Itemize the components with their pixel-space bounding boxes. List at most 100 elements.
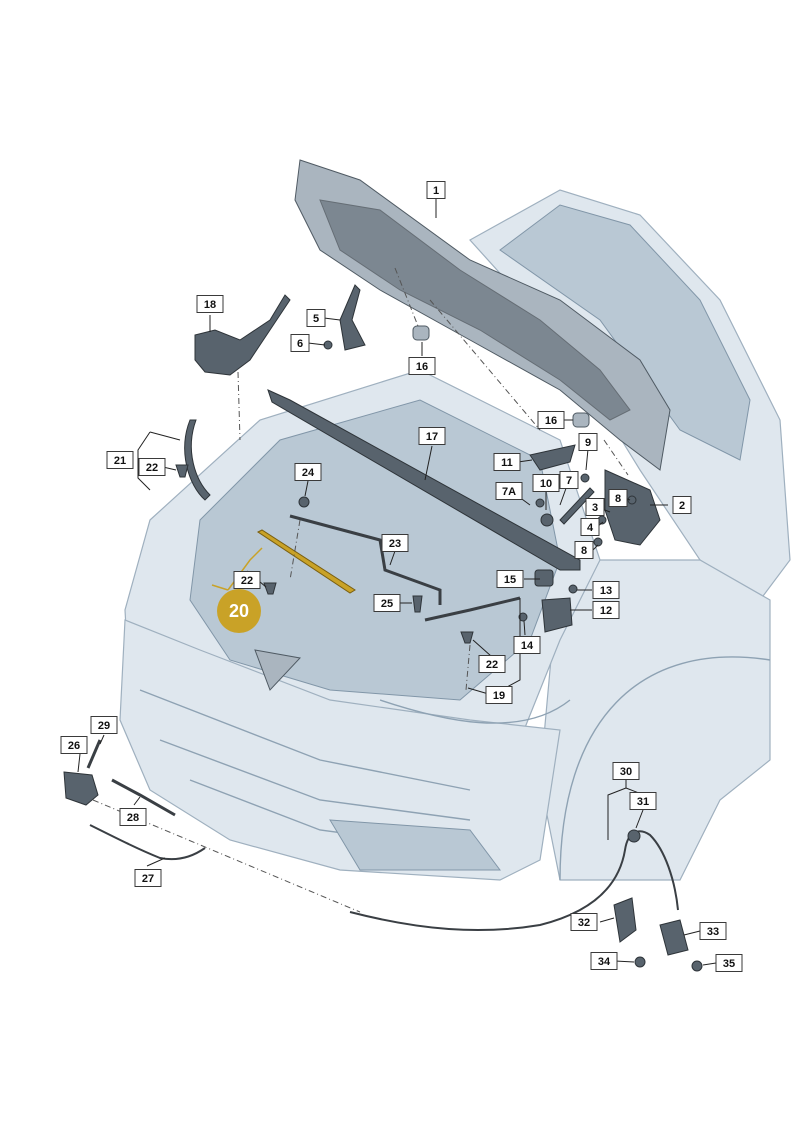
callout-c33: 33 — [699, 922, 727, 940]
callout-box — [592, 601, 620, 619]
callout-box — [196, 295, 224, 313]
callout-c23: 23 — [381, 534, 409, 552]
callout-label: 15 — [504, 574, 516, 586]
callout-label: 7 — [566, 475, 572, 487]
callout-label: 22 — [146, 462, 158, 474]
callout-box — [559, 471, 579, 489]
callout-c16a: 16 — [408, 357, 436, 375]
callout-c25: 25 — [373, 594, 401, 612]
callout-label: 30 — [620, 766, 632, 778]
callout-box — [570, 913, 598, 931]
callout-c22b: 22 — [233, 571, 261, 589]
callout-box — [672, 496, 692, 514]
highlight-badge: 20 — [217, 589, 261, 633]
callout-label: 29 — [98, 720, 110, 732]
callout-label: 25 — [381, 598, 393, 610]
callout-label: 26 — [68, 740, 80, 752]
callout-c11: 11 — [493, 453, 521, 471]
callout-c34: 34 — [590, 952, 618, 970]
callout-c5: 5 — [306, 309, 326, 327]
callout-c19: 19 — [485, 686, 513, 704]
callout-box — [106, 451, 134, 469]
callout-box — [715, 954, 743, 972]
callout-label: 19 — [493, 690, 505, 702]
callout-box — [233, 571, 261, 589]
callout-label: 1 — [433, 185, 439, 197]
callout-label: 4 — [587, 522, 594, 534]
callout-c32: 32 — [570, 913, 598, 931]
callout-box — [381, 534, 409, 552]
callout-box — [537, 411, 565, 429]
parts-layer — [63, 284, 703, 972]
callout-box — [513, 636, 541, 654]
callout-box — [119, 808, 147, 826]
callout-label: 9 — [585, 437, 591, 449]
callout-c6: 6 — [290, 334, 310, 352]
callout-label: 16 — [545, 415, 557, 427]
callout-box — [138, 458, 166, 476]
callout-box — [590, 952, 618, 970]
callout-label: 35 — [723, 958, 735, 970]
callout-c10: 10 — [532, 474, 560, 492]
callout-label: 21 — [114, 455, 126, 467]
callout-c22c: 22 — [478, 655, 506, 673]
callout-label: 8 — [581, 545, 587, 557]
callout-box — [478, 655, 506, 673]
callout-c16b: 16 — [537, 411, 565, 429]
callout-c26: 26 — [60, 736, 88, 754]
highlighted-seal-20 — [257, 529, 356, 594]
callout-box — [373, 594, 401, 612]
callout-c17: 17 — [418, 427, 446, 445]
callout-box — [485, 686, 513, 704]
callout-box — [608, 489, 628, 507]
callout-c12: 12 — [592, 601, 620, 619]
callout-box — [592, 581, 620, 599]
callout-box — [699, 922, 727, 940]
hood — [294, 159, 671, 471]
callout-c8a: 8 — [608, 489, 628, 507]
callout-box — [493, 453, 521, 471]
callout-box — [426, 181, 446, 199]
hood-seal-strip — [267, 389, 581, 571]
callout-c14: 14 — [513, 636, 541, 654]
callout-label: 32 — [578, 917, 590, 929]
callout-label: 13 — [600, 585, 612, 597]
callout-label: 7A — [502, 486, 516, 498]
callout-box — [574, 541, 594, 559]
callout-box — [134, 869, 162, 887]
callout-c30: 30 — [612, 762, 640, 780]
callout-label: 2 — [679, 500, 685, 512]
callout-box — [418, 427, 446, 445]
callout-box — [294, 463, 322, 481]
callout-box — [629, 792, 657, 810]
callout-label: 8 — [615, 493, 621, 505]
callout-c24: 24 — [294, 463, 322, 481]
callout-label: 22 — [241, 575, 253, 587]
callout-c18: 18 — [196, 295, 224, 313]
callout-box — [580, 518, 600, 536]
callout-c3: 3 — [585, 498, 605, 516]
callout-label: 12 — [600, 605, 612, 617]
highlight-label: 20 — [229, 601, 249, 621]
callout-c15: 15 — [496, 570, 524, 588]
callouts: 12345677A8891011121314151616171819212222… — [60, 181, 743, 972]
callout-box — [306, 309, 326, 327]
callout-label: 27 — [142, 873, 154, 885]
callout-box — [290, 334, 310, 352]
leader-lines — [77, 196, 717, 966]
callout-label: 18 — [204, 299, 216, 311]
callout-label: 5 — [313, 313, 319, 325]
callout-c21: 21 — [106, 451, 134, 469]
callout-label: 23 — [389, 538, 401, 550]
callout-label: 3 — [592, 502, 598, 514]
callout-box — [578, 433, 598, 451]
callout-c13: 13 — [592, 581, 620, 599]
callout-c2: 2 — [672, 496, 692, 514]
callout-label: 14 — [521, 640, 534, 652]
callout-label: 10 — [540, 478, 552, 490]
callout-c31: 31 — [629, 792, 657, 810]
callout-label: 24 — [302, 467, 315, 479]
callout-box — [612, 762, 640, 780]
callout-label: 16 — [416, 361, 428, 373]
